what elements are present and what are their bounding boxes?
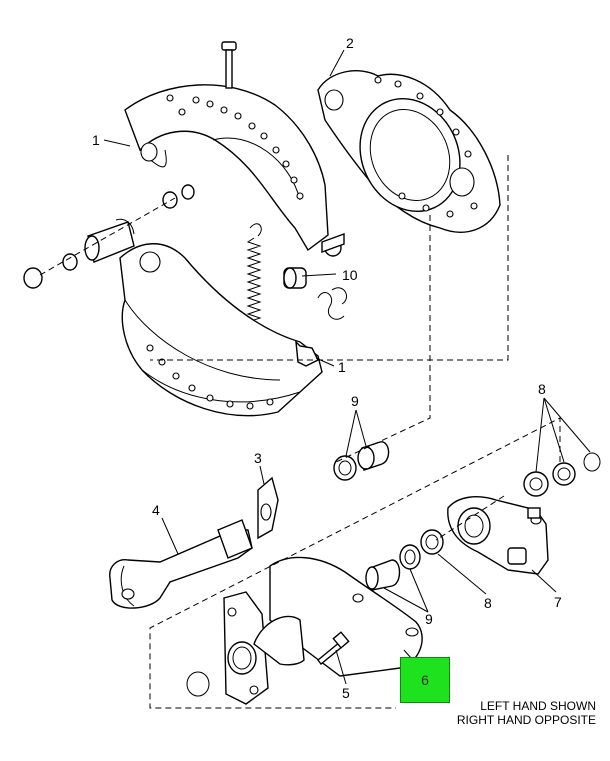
washers-upper xyxy=(523,452,601,497)
callout-8-lower-washer: 8 xyxy=(484,595,492,611)
note-line-1: LEFT HAND SHOWN xyxy=(480,699,596,713)
camshaft-bushing-pair-lower xyxy=(365,544,421,591)
callout-5-capscrew: 5 xyxy=(342,685,350,701)
retaining-clips xyxy=(317,287,347,320)
callout-2-spider: 2 xyxy=(346,35,354,51)
callout-9-lower-bushings: 9 xyxy=(425,611,433,627)
camshaft-bushing-pair-upper xyxy=(333,441,390,481)
callout-4-camshaft: 4 xyxy=(152,502,160,518)
capscrew xyxy=(317,631,350,666)
callout-6-bracket: 6 xyxy=(421,672,429,688)
callout-3-washer: 3 xyxy=(254,450,262,466)
assembly-lines xyxy=(149,155,561,709)
callout-7-slack-adjuster: 7 xyxy=(554,594,562,610)
brake-shoe-upper xyxy=(124,84,329,252)
callout-8-upper-washers: 8 xyxy=(538,381,546,397)
anchor-pin-bushing xyxy=(283,233,345,289)
roller-pin-assembly xyxy=(23,184,195,289)
orientation-note: LEFT HAND SHOWN RIGHT HAND OPPOSITE xyxy=(457,699,596,727)
callout-9-upper-bushings: 9 xyxy=(351,393,359,409)
chamber-bracket xyxy=(223,556,423,705)
callout-labels: 1 2 10 1 9 8 3 4 9 8 7 5 xyxy=(92,35,562,701)
shoe-screw xyxy=(221,41,237,89)
callout-10-bushing: 10 xyxy=(342,267,358,283)
snap-ring xyxy=(186,671,210,697)
callout-1-upper-shoe: 1 xyxy=(92,132,100,148)
note-line-2: RIGHT HAND OPPOSITE xyxy=(456,713,596,727)
highlighted-callout-6[interactable]: 6 xyxy=(400,657,450,703)
leader-lines xyxy=(103,49,591,685)
callout-1-lower-shoe: 1 xyxy=(338,359,346,375)
slack-adjuster xyxy=(447,496,549,575)
camshaft xyxy=(109,519,253,609)
brake-spider xyxy=(317,70,501,233)
spacer-washer xyxy=(257,476,279,540)
washer-lower xyxy=(420,529,444,555)
